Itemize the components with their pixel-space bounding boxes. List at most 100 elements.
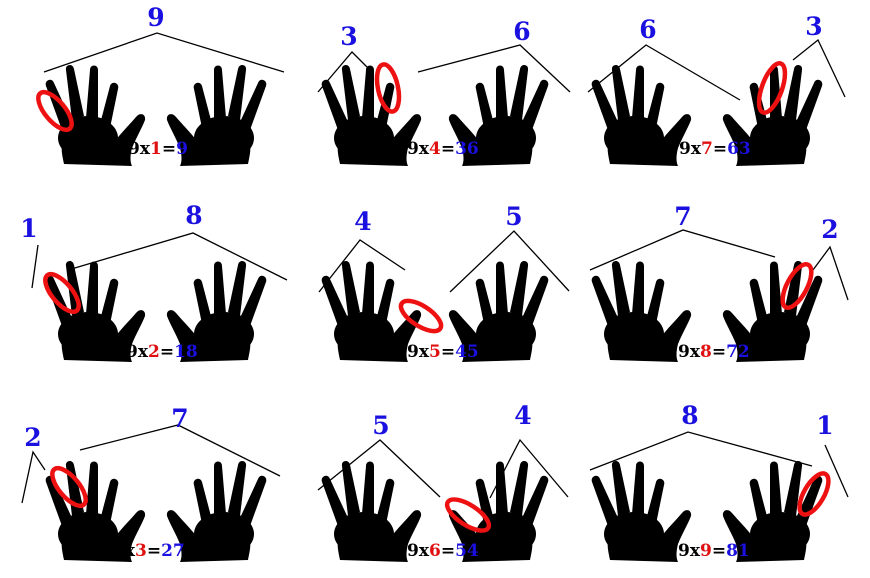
left-group-bracket [317,51,373,93]
right-group-bracket [43,32,285,73]
equation-product: 9 [176,139,188,159]
left-finger-count: 1 [20,214,37,243]
equation-multiplier: 9 [700,541,712,561]
folded-finger-marker [756,61,788,115]
left-finger-count: 2 [24,423,41,452]
left-finger-count: 3 [340,22,357,51]
equation-prefix: 9x [126,342,149,362]
equation-label: 9x4=36 [407,139,479,159]
folded-finger-marker [780,262,814,310]
equation-multiplier: 5 [429,342,441,362]
equation-label: 9x1=9 [128,139,188,159]
folded-finger-marker [797,471,831,517]
right-finger-count: 8 [185,201,202,230]
right-group-bracket [792,38,846,98]
left-group-bracket [31,244,39,289]
equation-label: 9x9=81 [678,541,750,561]
left-group-bracket [589,431,813,471]
left-finger-count: 8 [681,401,698,430]
left-finger-count: 6 [639,15,656,44]
right-finger-count: 3 [805,12,822,41]
right-finger-count: 4 [514,401,531,430]
right-group-bracket [812,245,849,301]
equation-equals: = [160,342,174,362]
equation-product: 63 [727,139,751,159]
equation-label: 9x3=27 [113,541,185,561]
equation-multiplier: 6 [429,541,441,561]
equation-equals: = [441,541,455,561]
equation-product: 72 [726,342,750,362]
equation-equals: = [147,541,161,561]
equation-multiplier: 8 [700,342,712,362]
right-finger-count: 2 [821,215,838,244]
equation-product: 54 [455,541,479,561]
left-hand-icon [591,460,692,562]
right-finger-count: 1 [816,411,833,440]
folded-finger-marker [444,497,492,533]
right-group-bracket [824,444,849,498]
left-hand-icon [591,64,692,166]
folded-finger-marker [50,465,88,509]
equation-product: 18 [174,342,198,362]
equation-equals: = [441,139,455,159]
equation-equals: = [712,541,726,561]
folded-finger-marker [398,298,444,334]
equation-prefix: 9x [407,541,430,561]
equation-equals: = [162,139,176,159]
equation-equals: = [712,342,726,362]
equation-multiplier: 1 [150,139,162,159]
panel-9x4: 3 6 9x4=36 [317,17,571,166]
right-finger-count: 9 [147,3,164,32]
left-group-bracket [318,239,406,293]
right-finger-count: 5 [505,202,522,231]
equation-equals: = [441,342,455,362]
right-group-bracket [417,44,571,93]
equation-label: 9x2=18 [126,342,198,362]
equation-product: 27 [161,541,185,561]
equation-prefix: 9x [407,342,430,362]
equation-product: 81 [726,541,750,561]
right-group-bracket [449,230,570,293]
folded-finger-marker [374,62,402,114]
equation-label: 9x8=72 [678,342,750,362]
equation-multiplier: 4 [429,139,441,159]
equation-equals: = [713,139,727,159]
equation-multiplier: 2 [148,342,160,362]
right-group-bracket [67,232,288,281]
left-hand-icon [591,260,692,362]
equation-prefix: 9x [679,139,702,159]
equation-label: 9x5=45 [407,342,479,362]
equation-multiplier: 3 [135,541,147,561]
equation-prefix: 9x [678,342,701,362]
right-group-bracket [79,424,281,477]
left-finger-count: 4 [354,207,371,236]
left-group-bracket [589,229,776,271]
left-group-bracket [317,439,441,498]
equation-label: 9x6=54 [407,541,479,561]
left-group-bracket [587,44,741,101]
left-group-bracket [21,450,46,504]
equation-prefix: 9x [678,541,701,561]
right-finger-count: 7 [171,404,188,433]
equation-label: 9x7=63 [679,139,751,159]
right-group-bracket [489,438,569,499]
equation-prefix: 9x [113,541,136,561]
equation-prefix: 9x [407,139,430,159]
right-finger-count: 6 [513,17,530,46]
left-finger-count: 5 [372,411,389,440]
folded-finger-marker [36,89,74,133]
equation-multiplier: 7 [701,139,713,159]
folded-finger-marker [43,271,81,315]
left-finger-count: 7 [674,202,691,231]
equation-prefix: 9x [128,139,151,159]
